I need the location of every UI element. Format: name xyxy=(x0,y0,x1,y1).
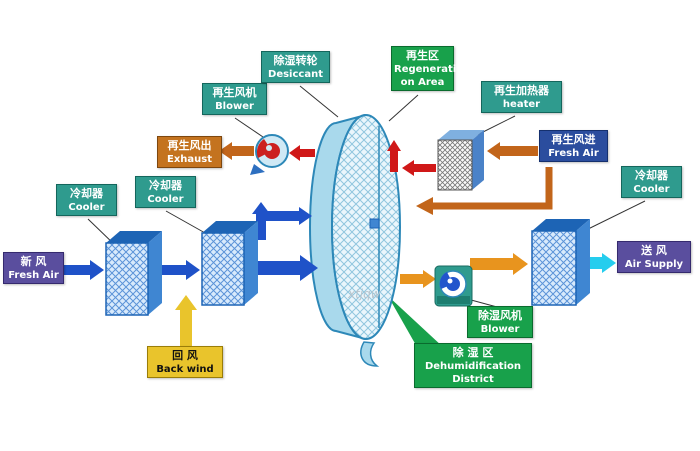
arrow-bypass-right xyxy=(266,207,312,225)
cooler-box-left xyxy=(105,231,162,316)
arrow-wheel-to-blower xyxy=(400,270,436,288)
desiccant-wheel xyxy=(309,114,401,367)
label-desiccant: 除湿转轮 Desiccant xyxy=(261,51,330,84)
wheel-bottom-tab xyxy=(360,341,380,367)
label-dehumid-district: 除 湿 区 Dehumidification District xyxy=(414,343,532,389)
arrow-cooler2-to-wheel xyxy=(246,255,318,281)
cooler-box-left-face xyxy=(105,242,149,316)
label-back-wind: 回 风 Back wind xyxy=(147,346,223,379)
dehumid-district-pointer xyxy=(388,296,443,347)
leader-lines xyxy=(87,85,646,308)
arrow-wheel-to-fan xyxy=(289,145,315,161)
dehumid-fan-rotor xyxy=(446,277,460,291)
regen-fan-outlet xyxy=(250,164,265,175)
wheel-hub-marker xyxy=(369,218,380,229)
wheel-face xyxy=(331,114,401,340)
dehumid-blower-fan-icon xyxy=(434,265,473,307)
cooler-box-right-top xyxy=(532,219,590,231)
heater-box-side xyxy=(472,130,484,190)
cooler-box-right-side xyxy=(576,219,590,305)
cooler-box-mid-face xyxy=(201,232,245,306)
cooler-box-left-top xyxy=(106,231,162,243)
arrow-fresh-air-in xyxy=(62,260,104,280)
arrow-regen-return-elbow xyxy=(432,167,553,210)
cooler-box-mid xyxy=(201,221,258,306)
heater-box-top xyxy=(438,130,484,140)
arrow-regen-return-head xyxy=(416,197,433,215)
regen-fan-rotor xyxy=(264,143,280,159)
arrow-blower-to-cooler xyxy=(470,253,528,275)
arrow-back-wind xyxy=(175,295,197,346)
label-cooler-mid: 冷却器 Cooler xyxy=(135,176,196,209)
arrow-cooler1-to-cooler2 xyxy=(150,260,200,280)
label-cooler-right: 冷却器 Cooler xyxy=(621,166,682,199)
arrow-heater-to-wheel xyxy=(402,160,436,176)
watermark-text: xtjqw xyxy=(347,287,381,301)
label-cooler-left: 冷却器 Cooler xyxy=(56,184,117,217)
leader-desiccant xyxy=(299,85,339,118)
regen-fan-hub xyxy=(266,145,272,151)
regen-blower-fan-icon xyxy=(250,134,289,175)
leader-regen-blower xyxy=(234,117,267,140)
leader-regen-area xyxy=(388,94,419,122)
leader-cooler-right xyxy=(579,200,646,234)
label-regen-area: 再生区 Regenerati on Area xyxy=(391,46,456,92)
cooler-box-right-face xyxy=(531,230,577,306)
dehumid-fan-base xyxy=(437,296,470,304)
cooler-box-left-side xyxy=(148,231,162,315)
label-exhaust: 再生风出 Exhaust xyxy=(157,136,222,169)
heater-box xyxy=(437,130,484,191)
heater-box-face xyxy=(437,139,473,191)
cooler-box-mid-top xyxy=(202,221,258,233)
label-air-supply: 送 风 Air Supply xyxy=(617,241,691,274)
label-heater: 再生加热器 heater xyxy=(481,81,562,114)
label-regen-blower: 再生风机 Blower xyxy=(202,83,267,116)
label-dehumid-blower: 除湿风机 Blower xyxy=(467,306,533,339)
label-fresh-air-inlet: 新 风 Fresh Air xyxy=(3,252,64,285)
arrow-regen-sector-up xyxy=(387,140,401,172)
dehumid-fan-hub xyxy=(447,278,453,284)
arrow-fan-to-exhaust xyxy=(219,142,254,160)
arrow-regen-in-to-heater xyxy=(487,142,538,160)
cooler-box-right xyxy=(531,219,590,306)
cooler-box-mid-side xyxy=(244,221,258,305)
label-regen-fresh-air: 再生风进 Fresh Air xyxy=(539,130,608,163)
